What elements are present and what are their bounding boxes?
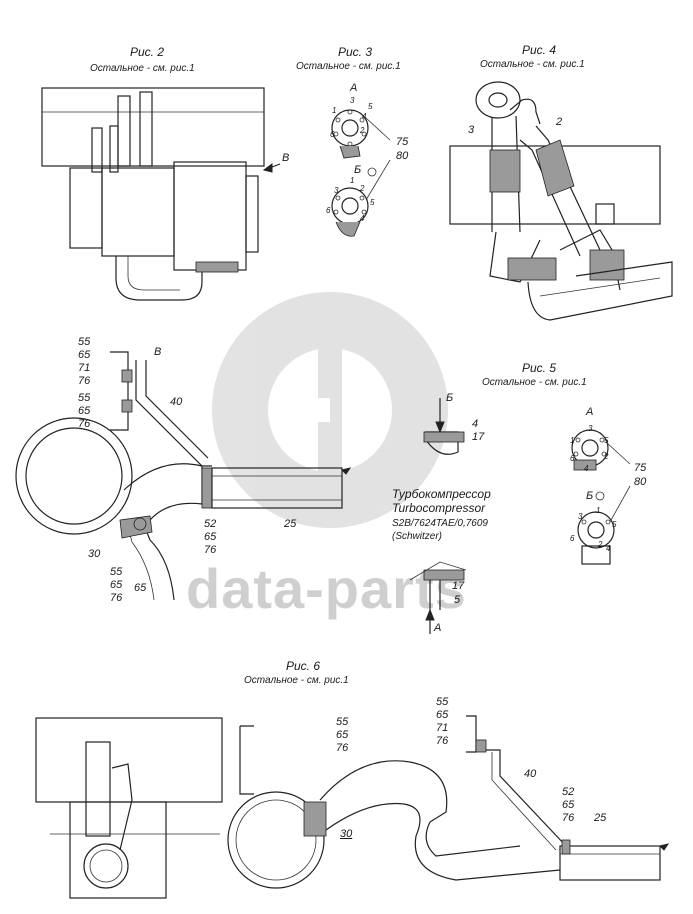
turbo-drawing <box>409 398 467 634</box>
view-v-stack-right-2: 65 <box>204 531 217 543</box>
fig4-ref-2: 2 <box>556 116 563 128</box>
turbo-name-en: Turbocompressor <box>392 501 486 515</box>
fig3-a-point-5: 5 <box>368 102 373 111</box>
view-v-stack-bottom-1: 55 <box>110 566 123 578</box>
fig5-title: Рис. 5 <box>522 361 557 375</box>
turbo-ref-4: 4 <box>472 418 479 430</box>
fig6-ref-40: 40 <box>524 768 537 780</box>
fig5-b-point-1: 1 <box>596 506 601 515</box>
fig3-a-point-1: 1 <box>332 106 337 115</box>
fig3-a-point-6: 6 <box>330 130 335 139</box>
turbo-maker: (Schwitzer) <box>392 531 443 542</box>
view-v-stack-top-2: 65 <box>78 349 91 361</box>
fig3-title: Рис. 3 <box>338 45 373 59</box>
fig6-stack-left-3: 76 <box>336 742 349 754</box>
turbo-view-b: Б <box>446 392 454 404</box>
fig5-a-point-4: 4 <box>584 464 589 473</box>
fig5-b-point-2: 2 <box>598 540 603 549</box>
fig3-b-point-5: 5 <box>370 198 375 207</box>
view-v-stack-mid-2: 65 <box>78 405 91 417</box>
fig2-title: Рис. 2 <box>130 45 165 59</box>
view-v-stack-top-1: 55 <box>78 336 91 348</box>
fig6-stack-right-3: 76 <box>562 812 575 824</box>
fig4-title: Рис. 4 <box>522 43 557 57</box>
fig3-b-point-3: 3 <box>334 186 339 195</box>
fig5-b-point-4: 4 <box>606 544 611 553</box>
fig5-b-point-6: 6 <box>570 534 575 543</box>
fig6-stack-top-3: 71 <box>436 722 449 734</box>
fig3-note: Остальное - см. рис.1 <box>296 61 401 72</box>
view-v-ref-30: 30 <box>88 548 101 560</box>
fig6-stack-right-2: 65 <box>562 799 575 811</box>
fig6-title: Рис. 6 <box>286 659 321 673</box>
fig2-view-marker: В <box>282 152 290 164</box>
fig3-b-point-6: 6 <box>326 206 331 215</box>
fig5-a-point-3: 3 <box>588 424 593 433</box>
fig5-a-point-2: 2 <box>604 452 609 461</box>
fig6-stack-top-4: 76 <box>436 735 449 747</box>
turbo-name-ru: Турбокомпрессор <box>392 487 491 501</box>
fig3-ref-75: 75 <box>396 136 409 148</box>
fig6-stack-top-2: 65 <box>436 709 449 721</box>
view-v-stack-bottom-2: 65 <box>110 579 123 591</box>
fig3-a-point-3: 3 <box>350 96 355 105</box>
view-v-stack-top-3: 71 <box>78 362 91 374</box>
turbo-model: S2B/7624TAE/0,7609 <box>392 518 488 529</box>
fig5-ref-75: 75 <box>634 462 647 474</box>
view-v-stack-bottom-3: 76 <box>110 592 123 604</box>
turbo-view-a: А <box>434 622 442 634</box>
fig6-stack-left-2: 65 <box>336 729 349 741</box>
fig3-a-point-4: 4 <box>362 112 367 121</box>
fig4-drawing <box>449 81 673 321</box>
fig3-b-point-2: 2 <box>360 184 365 193</box>
fig5-view-a: А <box>586 406 594 418</box>
fig5-note: Остальное - см. рис.1 <box>482 377 587 388</box>
view-v-stack-mid-1: 55 <box>78 392 91 404</box>
fig5-view-b: Б <box>586 490 594 502</box>
fig3-drawing <box>331 109 391 237</box>
fig3-view-a: А <box>350 82 358 94</box>
fig5-b-point-5: 5 <box>612 520 617 529</box>
fig5-a-point-1: 1 <box>570 436 575 445</box>
fig3-ref-80: 80 <box>396 150 409 162</box>
fig2-note: Остальное - см. рис.1 <box>90 63 195 74</box>
fig6-ref-30: 30 <box>340 828 353 840</box>
watermark: data-parts <box>186 557 467 620</box>
fig4-note: Остальное - см. рис.1 <box>480 59 585 70</box>
view-v-stack-top-4: 76 <box>78 375 91 387</box>
fig3-view-b: Б <box>354 164 362 176</box>
view-v-drawing <box>15 351 352 601</box>
fig5-ref-80: 80 <box>634 476 647 488</box>
view-v-ref-65: 65 <box>134 582 147 594</box>
fig5-b-point-3: 3 <box>578 512 583 521</box>
fig6-ref-25: 25 <box>594 812 607 824</box>
fig5-drawing <box>571 429 631 565</box>
view-v-ref-25: 25 <box>284 518 297 530</box>
view-v-label: В <box>154 346 162 358</box>
turbo-ref-17-top: 17 <box>472 431 485 443</box>
view-v-stack-right-1: 52 <box>204 518 217 530</box>
view-v-ref-40: 40 <box>170 396 183 408</box>
turbo-ref-17-bottom: 17 <box>452 580 465 592</box>
fig3-a-point-2: 2 <box>360 126 365 135</box>
view-v-stack-right-3: 76 <box>204 544 217 556</box>
fig5-a-point-6: 6 <box>570 454 575 463</box>
fig6-left-drawing <box>35 717 223 899</box>
view-v-stack-mid-3: 76 <box>78 418 91 430</box>
fig6-stack-top-1: 55 <box>436 696 449 708</box>
watermark-emblem-icon <box>212 292 448 528</box>
fig6-right-drawing <box>227 715 670 889</box>
fig2-drawing <box>41 87 281 301</box>
fig6-stack-right-1: 52 <box>562 786 575 798</box>
fig3-b-point-1: 1 <box>350 176 355 185</box>
fig3-b-point-4: 4 <box>360 214 365 223</box>
turbo-ref-5: 5 <box>454 594 461 606</box>
fig6-note: Остальное - см. рис.1 <box>244 675 349 686</box>
fig6-stack-left-1: 55 <box>336 716 349 728</box>
fig4-ref-3: 3 <box>468 124 475 136</box>
fig5-a-point-5: 5 <box>604 436 609 445</box>
